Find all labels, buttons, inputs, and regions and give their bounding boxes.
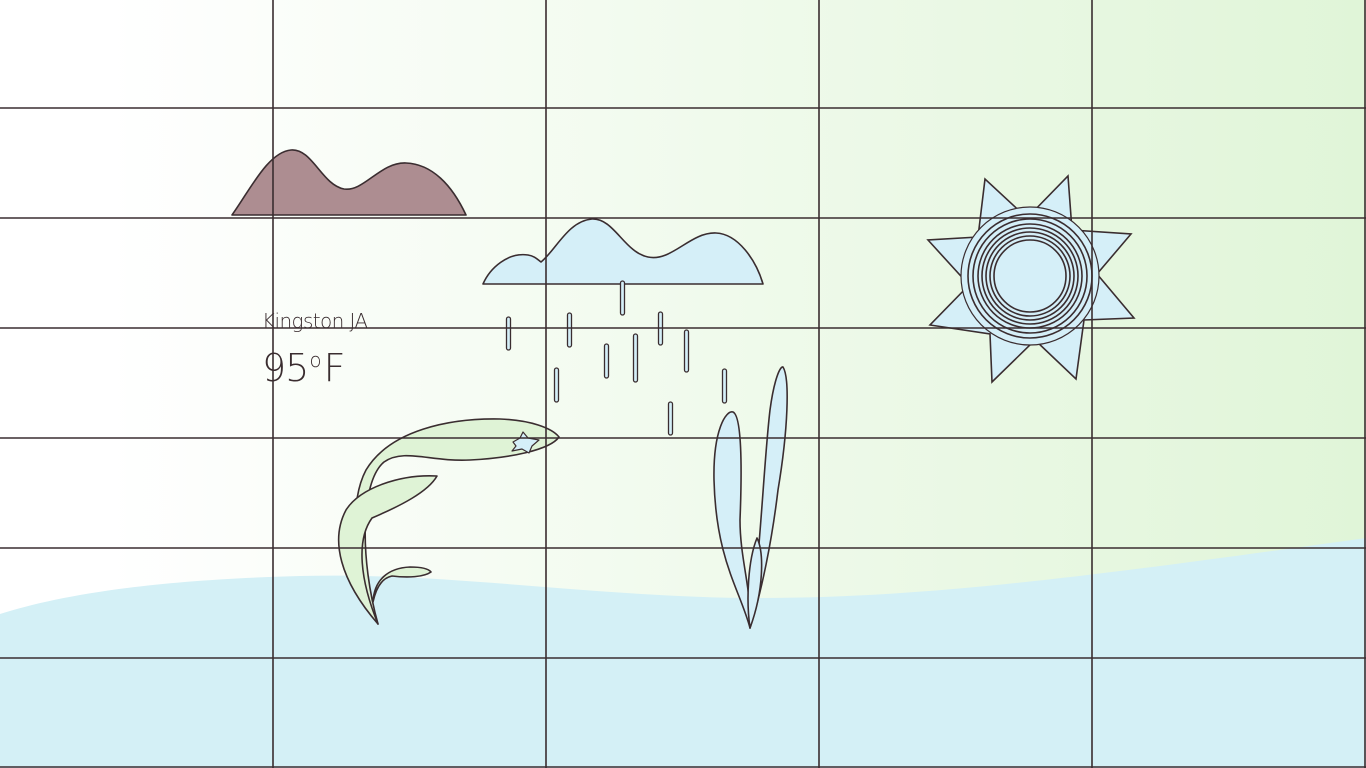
water bbox=[0, 538, 1366, 768]
city-name: Kingston JA bbox=[262, 309, 368, 333]
reed-plant-icon bbox=[713, 366, 788, 629]
plant-leaf-small bbox=[372, 566, 432, 603]
weather-widget: Kingston JA 95oF bbox=[262, 308, 368, 388]
rain-drop bbox=[603, 343, 610, 379]
temperature-unit: F bbox=[323, 346, 346, 390]
temperature-readout: 95oF bbox=[262, 340, 368, 388]
reed-leaf-small bbox=[747, 537, 763, 629]
reed-leaf-left bbox=[713, 411, 752, 629]
rain-drop bbox=[566, 312, 573, 348]
sun-icon bbox=[926, 174, 1136, 384]
rain-drop bbox=[667, 401, 674, 436]
mountain-icon bbox=[231, 149, 467, 216]
rain-cloud-icon bbox=[482, 218, 764, 285]
rain-drop bbox=[553, 367, 560, 403]
rain-drop bbox=[505, 316, 512, 351]
rain-drop bbox=[721, 368, 728, 404]
rain-drop bbox=[632, 333, 639, 383]
rain-drop bbox=[683, 329, 690, 373]
plant-flower bbox=[511, 431, 540, 454]
temperature-value: 95 bbox=[262, 346, 309, 390]
rain-drops bbox=[505, 280, 728, 436]
rain-drop bbox=[619, 280, 626, 316]
degree-symbol: o bbox=[309, 348, 321, 372]
